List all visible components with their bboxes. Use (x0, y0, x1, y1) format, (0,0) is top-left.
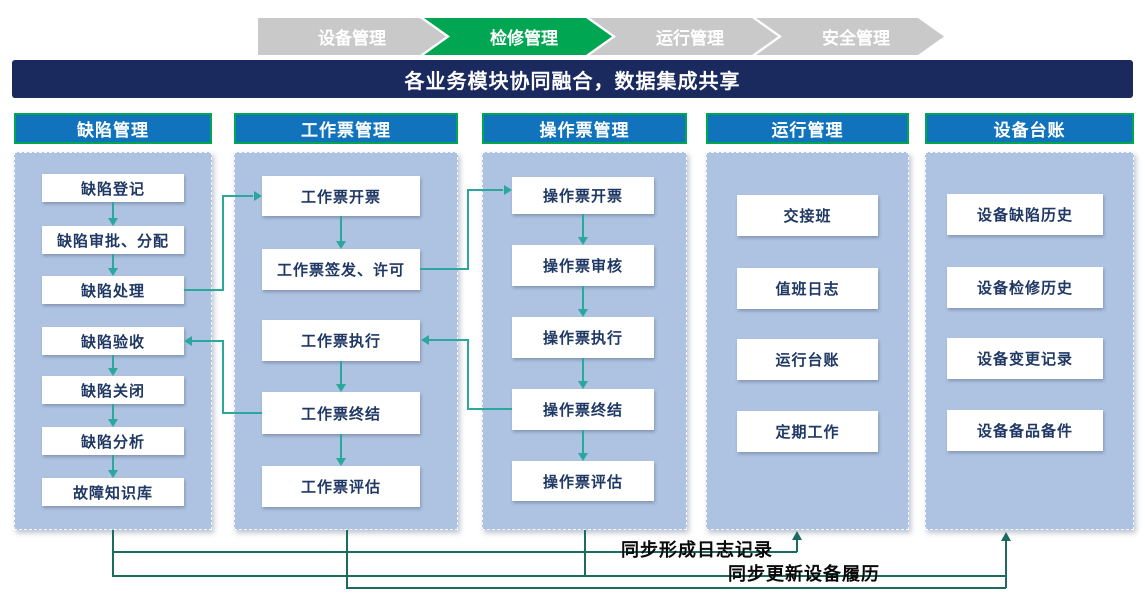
annotation-sync-log: 同步形成日志记录 (621, 540, 773, 560)
flow-step-defect-accept: 缺陷验收 (42, 327, 184, 355)
flow-step-opticket-execute: 操作票执行 (512, 317, 654, 358)
flow-step-workticket-finish: 工作票终结 (262, 392, 420, 434)
flow-step-defect-register: 缺陷登记 (42, 174, 184, 202)
flow-step-spare-parts: 设备备品备件 (947, 410, 1103, 451)
tab-label: 检修管理 (490, 29, 558, 48)
flow-step-shift-handover: 交接班 (737, 195, 878, 236)
column-header-operation-management: 运行管理 (706, 113, 909, 144)
flow-step-defect-close: 缺陷关闭 (42, 376, 184, 404)
flow-step-maintenance-history: 设备检修历史 (947, 267, 1103, 308)
tab-maintenance-management[interactable]: 检修管理 (424, 18, 612, 55)
flow-step-defect-handle: 缺陷处理 (42, 276, 184, 304)
flow-step-defect-approve: 缺陷审批、分配 (42, 226, 184, 254)
flow-step-opticket-finish: 操作票终结 (512, 389, 654, 430)
tab-equipment-management[interactable]: 设备管理 (258, 18, 446, 55)
flow-step-change-record: 设备变更记录 (947, 338, 1103, 379)
flow-step-defect-history: 设备缺陷历史 (947, 194, 1103, 235)
flow-step-operation-ledger: 运行台账 (737, 339, 878, 380)
flow-step-workticket-sign: 工作票签发、许可 (262, 249, 420, 290)
flow-step-workticket-evaluate: 工作票评估 (262, 466, 420, 507)
flow-step-workticket-issue: 工作票开票 (262, 176, 420, 216)
flow-step-opticket-issue: 操作票开票 (512, 177, 654, 214)
flow-step-workticket-execute: 工作票执行 (262, 320, 420, 361)
annotation-sync-equipment: 同步更新设备履历 (728, 564, 880, 584)
flow-step-defect-analyze: 缺陷分析 (42, 427, 184, 455)
sync-connector-arrowheads (792, 531, 1011, 541)
column-header-equipment-ledger: 设备台账 (925, 113, 1134, 144)
tab-operation-management[interactable]: 运行管理 (590, 18, 778, 55)
tab-safety-management[interactable]: 安全管理 (756, 18, 944, 55)
column-header-opticket-management: 操作票管理 (482, 113, 687, 144)
flow-step-opticket-review: 操作票审核 (512, 245, 654, 286)
flow-step-opticket-evaluate: 操作票评估 (512, 461, 654, 501)
tab-label: 安全管理 (822, 29, 890, 48)
flow-step-duty-log: 值班日志 (737, 268, 878, 309)
flow-step-fault-knowledge: 故障知识库 (42, 478, 184, 506)
banner-title: 各业务模块协同融合，数据集成共享 (12, 60, 1133, 98)
tab-label: 设备管理 (318, 29, 386, 48)
column-header-defect-management: 缺陷管理 (14, 113, 212, 144)
column-header-workticket-management: 工作票管理 (234, 113, 458, 144)
flow-step-periodic-work: 定期工作 (737, 411, 878, 452)
tab-label: 运行管理 (656, 29, 724, 48)
